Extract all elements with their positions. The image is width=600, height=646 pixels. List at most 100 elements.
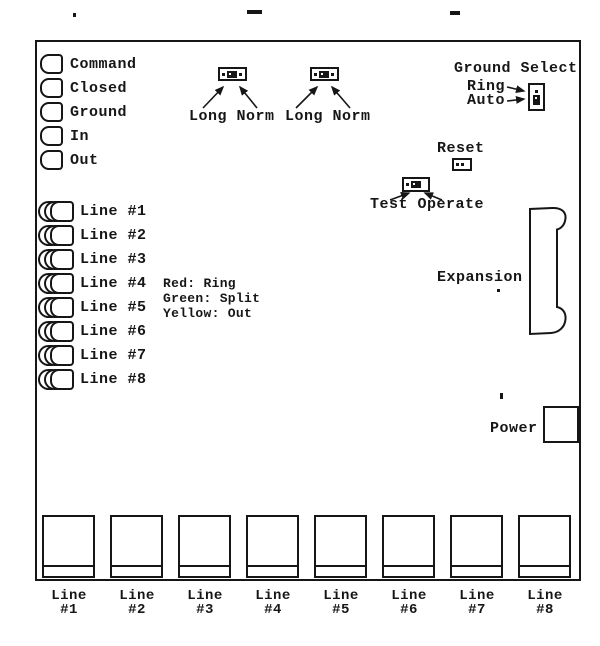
led-body	[50, 248, 74, 270]
status-led-row: Closed	[40, 77, 127, 99]
test-operate-label: Test Operate	[370, 196, 485, 213]
jack-label-top: Line	[459, 588, 495, 604]
jumper-shunt	[319, 70, 329, 78]
scan-speck	[247, 10, 262, 14]
led-indicator	[40, 150, 63, 170]
jack-label-top: Line	[119, 588, 155, 604]
line-led-label: Line #7	[80, 346, 147, 364]
ground-select-auto-label: Auto	[466, 92, 505, 109]
line-led-label: Line #5	[80, 298, 147, 316]
led-indicator	[40, 78, 63, 98]
jack-slot	[451, 565, 502, 567]
status-led-row: Command	[40, 53, 137, 75]
line-led-label: Line #8	[80, 370, 147, 388]
line-led-indicator	[38, 200, 74, 222]
jack-label-bottom: #6	[400, 602, 418, 618]
led-body	[50, 224, 74, 246]
line-jack	[246, 515, 299, 578]
reset-jumper	[452, 158, 472, 171]
jumper-pin	[314, 72, 317, 76]
line-led-row: Line #6	[38, 320, 147, 342]
led-body	[50, 296, 74, 318]
led-indicator	[40, 102, 63, 122]
line-jack-label: Line#1	[34, 589, 104, 617]
jack-label-top: Line	[323, 588, 359, 604]
line-led-row: Line #7	[38, 344, 147, 366]
expansion-label: Expansion	[437, 269, 523, 286]
line-jack	[314, 515, 367, 578]
legend-line-yellow: Yellow: Out	[163, 306, 253, 321]
line-led-label: Line #6	[80, 322, 147, 340]
line-led-label: Line #3	[80, 250, 147, 268]
line-led-indicator	[38, 368, 74, 390]
line-led-label: Line #4	[80, 274, 147, 292]
status-led-label: Closed	[70, 79, 128, 97]
panel-outline	[35, 40, 581, 581]
long-norm-jumper-right	[310, 67, 339, 81]
ground-select-jumper	[528, 83, 545, 111]
jack-slot	[315, 565, 366, 567]
led-body	[50, 344, 74, 366]
line-led-indicator	[38, 296, 74, 318]
test-operate-jumper	[402, 177, 430, 192]
status-led-label: Out	[70, 151, 99, 169]
led-body	[50, 272, 74, 294]
status-led-label: Ground	[70, 103, 128, 121]
jumper-shunt	[227, 70, 237, 78]
line-led-row: Line #1	[38, 200, 147, 222]
line-led-row: Line #4	[38, 272, 147, 294]
line-jack	[110, 515, 163, 578]
jack-label-bottom: #5	[332, 602, 350, 618]
jack-label-top: Line	[51, 588, 87, 604]
line-jack	[518, 515, 571, 578]
scan-speck	[500, 393, 503, 399]
jack-label-bottom: #7	[468, 602, 486, 618]
led-body	[50, 200, 74, 222]
line-jack-label: Line#4	[238, 589, 308, 617]
jack-label-top: Line	[391, 588, 427, 604]
status-led-label: Command	[70, 55, 137, 73]
led-body	[50, 320, 74, 342]
status-led-row: Out	[40, 149, 99, 171]
jack-slot	[111, 565, 162, 567]
status-led-row: In	[40, 125, 89, 147]
status-led-label: In	[70, 127, 90, 145]
jumper-pin	[535, 89, 538, 93]
line-jack-label: Line#3	[170, 589, 240, 617]
line-led-label: Line #2	[80, 226, 147, 244]
jumper-pin	[456, 163, 459, 166]
led-body	[50, 368, 74, 390]
ground-select-title: Ground Select	[454, 60, 578, 77]
jack-label-bottom: #8	[536, 602, 554, 618]
jack-slot	[383, 565, 434, 567]
jack-slot	[247, 565, 298, 567]
jumper-shunt	[411, 181, 421, 188]
jumper-pin	[461, 163, 464, 166]
legend-line-green: Green: Split	[163, 291, 261, 306]
led-indicator	[40, 126, 63, 146]
line-led-indicator	[38, 272, 74, 294]
line-led-row: Line #8	[38, 368, 147, 390]
line-led-indicator	[38, 224, 74, 246]
power-label: Power	[490, 420, 538, 437]
line-led-indicator	[38, 344, 74, 366]
jack-label-bottom: #2	[128, 602, 146, 618]
jack-label-top: Line	[527, 588, 563, 604]
legend-line-red: Red: Ring	[163, 276, 236, 291]
jack-label-bottom: #4	[264, 602, 282, 618]
line-jack-label: Line#5	[306, 589, 376, 617]
line-jack-label: Line#6	[374, 589, 444, 617]
scan-speck	[450, 11, 460, 15]
jack-label-bottom: #1	[60, 602, 78, 618]
ground-select-ring-label: Ring	[466, 78, 505, 95]
power-connector	[543, 406, 579, 443]
jumper-pin	[222, 72, 225, 76]
line-jack-label: Line#7	[442, 589, 512, 617]
status-led-row: Ground	[40, 101, 127, 123]
line-led-label: Line #1	[80, 202, 147, 220]
line-led-indicator	[38, 320, 74, 342]
line-jack	[382, 515, 435, 578]
line-led-row: Line #3	[38, 248, 147, 270]
scan-speck	[497, 289, 500, 292]
